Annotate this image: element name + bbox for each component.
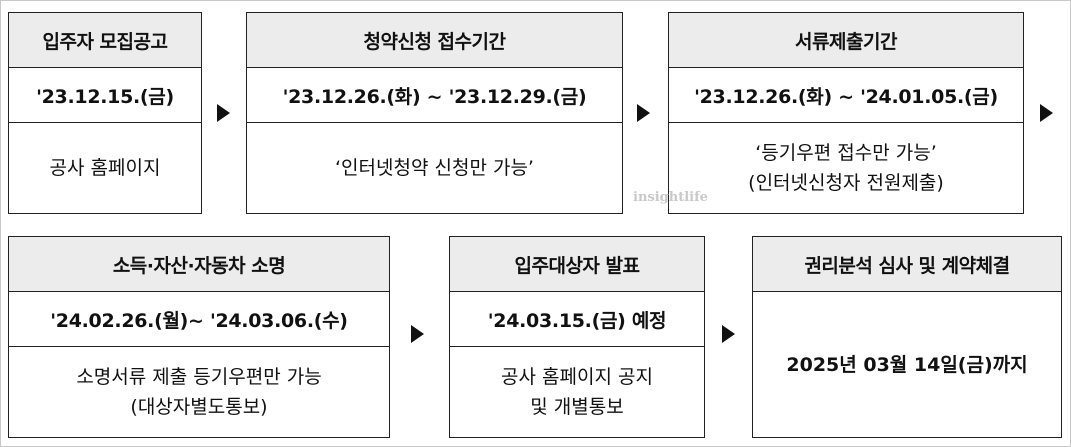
step-note-line: (인터넷신청자 전원제출) <box>748 172 944 194</box>
step-note: 공사 홈페이지 공지 및 개별통보 <box>450 347 704 437</box>
step-title: 서류제출기간 <box>669 13 1023 68</box>
step-title: 입주자 모집공고 <box>9 13 201 68</box>
step-6-box: 권리분석 심사 및 계약체결 2025년 03월 14일(금)까지 <box>752 236 1062 438</box>
arrow-right-icon <box>411 325 424 343</box>
step-date: '23.12.15.(금) <box>9 68 201 123</box>
step-date: '23.12.26.(화) ~ '23.12.29.(금) <box>247 68 622 123</box>
step-title: 소득·자산·자동차 소명 <box>9 237 389 292</box>
arrow-right-icon <box>637 104 650 122</box>
step-title: 권리분석 심사 및 계약체결 <box>753 237 1061 292</box>
watermark: insightlife <box>633 190 708 205</box>
step-date: '24.03.15.(금) 예정 <box>450 292 704 347</box>
step-note-line: 공사 홈페이지 <box>49 157 161 179</box>
step-date: '24.02.26.(월)~ '24.03.06.(수) <box>9 292 389 347</box>
step-note: 공사 홈페이지 <box>9 123 201 213</box>
step-note-line: 및 개별통보 <box>530 396 624 418</box>
step-note: 2025년 03월 14일(금)까지 <box>753 292 1061 437</box>
step-4-box: 소득·자산·자동차 소명 '24.02.26.(월)~ '24.03.06.(수… <box>8 236 390 438</box>
arrow-right-icon <box>217 104 230 122</box>
step-3-box: 서류제출기간 '23.12.26.(화) ~ '24.01.05.(금) ‘등기… <box>668 12 1024 214</box>
step-1-box: 입주자 모집공고 '23.12.15.(금) 공사 홈페이지 <box>8 12 202 214</box>
step-title: 청약신청 접수기간 <box>247 13 622 68</box>
step-note-line: (대상자별도통보) <box>130 396 268 418</box>
step-title: 입주대상자 발표 <box>450 237 704 292</box>
step-2-box: 청약신청 접수기간 '23.12.26.(화) ~ '23.12.29.(금) … <box>246 12 623 214</box>
step-5-box: 입주대상자 발표 '24.03.15.(금) 예정 공사 홈페이지 공지 및 개… <box>449 236 705 438</box>
step-note: ‘인터넷청약 신청만 가능’ <box>247 123 622 213</box>
step-note-line: ‘인터넷청약 신청만 가능’ <box>335 157 534 179</box>
arrow-right-icon <box>1040 104 1053 122</box>
step-note-line: 2025년 03월 14일(금)까지 <box>786 353 1028 376</box>
arrow-right-icon <box>722 325 735 343</box>
step-note-line: 공사 홈페이지 공지 <box>501 366 653 388</box>
step-date: '23.12.26.(화) ~ '24.01.05.(금) <box>669 68 1023 123</box>
step-note: ‘등기우편 접수만 가능’ (인터넷신청자 전원제출) <box>669 123 1023 213</box>
step-note: 소명서류 제출 등기우편만 가능 (대상자별도통보) <box>9 347 389 437</box>
step-note-line: 소명서류 제출 등기우편만 가능 <box>76 366 322 388</box>
step-note-line: ‘등기우편 접수만 가능’ <box>755 142 937 164</box>
